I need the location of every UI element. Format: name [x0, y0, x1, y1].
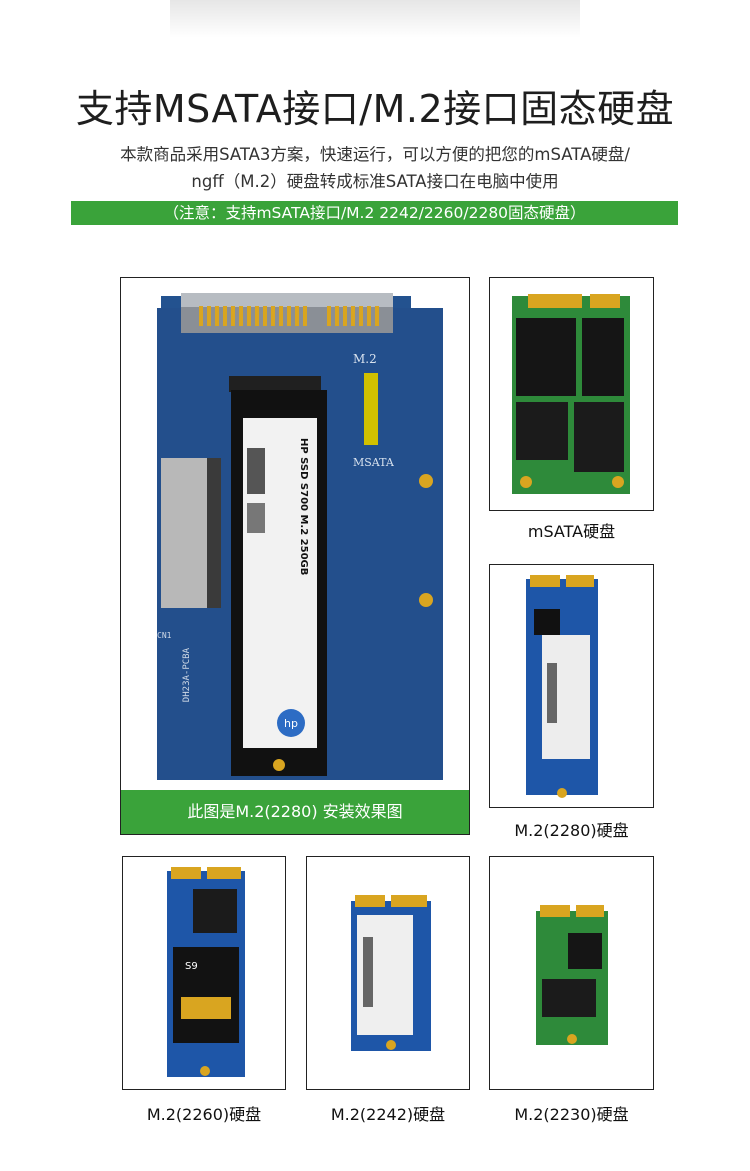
- main-install-image: hp HP SSD S700 M.2 250GB M.2 MSATA CN1 D…: [120, 277, 470, 835]
- caption-m2-2242: M.2(2242)硬盘: [330, 1105, 446, 1124]
- caption-m2-2260: M.2(2260)硬盘: [146, 1105, 262, 1124]
- m2-2230-ssd-illustration: [490, 857, 652, 1088]
- caption-m2-2280: M.2(2280)硬盘: [514, 821, 629, 840]
- ssd-label-s9: S9: [185, 961, 198, 972]
- top-shadow: [170, 0, 580, 38]
- product-m2-2280-image: [489, 564, 654, 808]
- caption-m2-2230: M.2(2230)硬盘: [514, 1105, 629, 1124]
- note-banner: （注意：支持mSATA接口/M.2 2242/2260/2280固态硬盘）: [71, 201, 678, 225]
- m2-2242-ssd-illustration: [307, 857, 468, 1088]
- product-m2-2260-image: S9: [122, 856, 286, 1090]
- board-label-pcb: DH23A-PCBA: [182, 647, 192, 702]
- description-line-2: ngff（M.2）硬盘转成标准SATA接口在电脑中使用: [191, 172, 559, 191]
- main-image-caption: 此图是M.2(2280) 安装效果图: [121, 790, 469, 834]
- page-title: 支持MSATA接口/M.2接口固态硬盘: [75, 87, 675, 131]
- m2-2260-ssd-illustration: S9: [123, 857, 284, 1088]
- board-label-cn: CN1: [157, 631, 172, 640]
- adapter-board-illustration: hp HP SSD S700 M.2 250GB M.2 MSATA CN1 D…: [121, 278, 468, 790]
- product-msata-image: [489, 277, 654, 511]
- board-label-m2: M.2: [353, 352, 377, 366]
- m2-2280-ssd-illustration: [490, 565, 652, 806]
- svg-text:hp: hp: [284, 717, 298, 730]
- ssd-brand-text: HP SSD S700 M.2 250GB: [298, 438, 309, 575]
- product-m2-2230-image: [489, 856, 654, 1090]
- caption-msata: mSATA硬盘: [527, 522, 616, 541]
- product-m2-2242-image: [306, 856, 470, 1090]
- msata-ssd-illustration: [490, 278, 652, 509]
- description-line-1: 本款商品采用SATA3方案，快速运行，可以方便的把您的mSATA硬盘/: [120, 145, 630, 164]
- board-label-msata: MSATA: [353, 456, 395, 469]
